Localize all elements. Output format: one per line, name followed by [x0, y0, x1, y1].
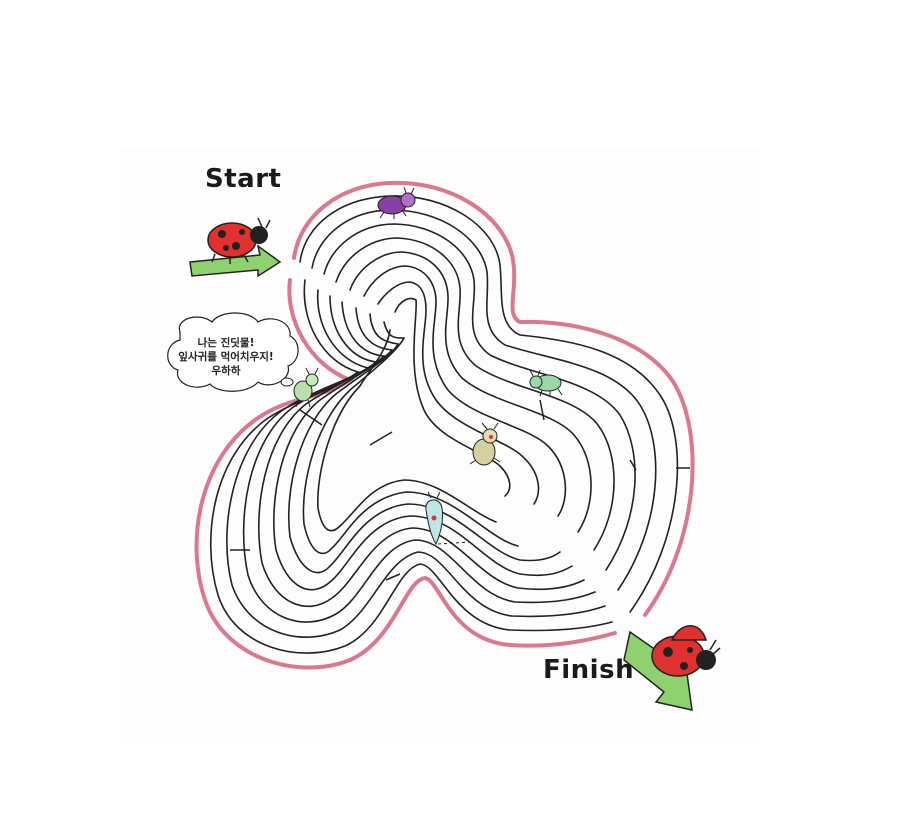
purple-beetle-icon	[377, 186, 416, 219]
speech-line: 나는 진딧물!	[197, 337, 255, 349]
start-arrow-icon	[189, 244, 282, 278]
finish-label: Finish	[543, 655, 635, 685]
ladybug-finish-icon	[651, 625, 721, 677]
green-aphid-icon	[293, 367, 319, 408]
outer-wall-left	[194, 278, 617, 670]
speech-line: 우하하	[211, 365, 241, 377]
green-ant-icon	[529, 369, 563, 397]
maze-paths	[209, 195, 679, 654]
outer-wall	[292, 180, 695, 617]
beige-bug-icon	[469, 422, 501, 466]
start-label: Start	[205, 164, 282, 194]
speech-line: 잎사귀를 먹어치우지!	[178, 351, 274, 363]
blue-larva-icon	[425, 491, 471, 546]
maze-dividers	[230, 399, 690, 581]
speech-bubble-text: 나는 진딧물! 잎사귀를 먹어치우지! 우하하	[166, 336, 286, 378]
speech-bubble	[167, 312, 299, 392]
ladybug-start-icon	[207, 217, 271, 264]
